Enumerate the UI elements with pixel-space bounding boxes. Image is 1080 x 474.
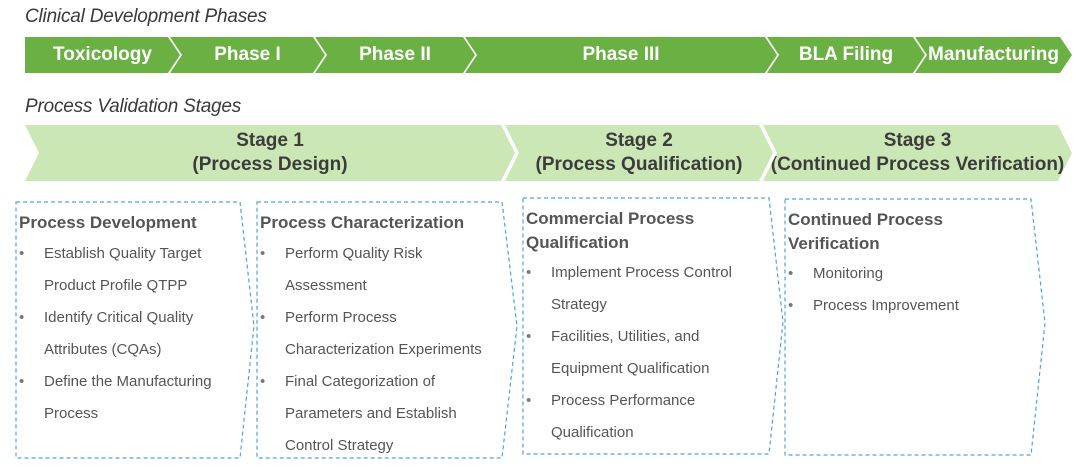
list-item: Implement Process Control Strategy [526,257,762,321]
validation-stages-title: Process Validation Stages [25,96,242,117]
phase-label: Phase I [214,44,281,65]
stage-1-banner: Stage 1 (Process Design) [25,125,515,181]
stage-name: (Continued Process Verification) [770,154,1065,175]
list-item: Monitoring [788,258,1024,290]
phase-2: Phase II [315,37,475,73]
stage-2-banner: Stage 2 (Process Qualification) [505,125,773,181]
stage-number: Stage 2 [605,130,673,151]
phase-1: Phase I [170,37,325,73]
bullet-list: Perform Quality Risk Assessment Perform … [260,238,506,462]
commercial-process-qualification-box: Commercial Process Qualification Impleme… [522,197,784,455]
column-title: Commercial Process Qualification [526,209,695,252]
stage-name: (Process Design) [192,154,348,175]
column-title: Process Development [19,213,197,232]
list-item: Facilities, Utilities, and Equipment Qua… [526,321,762,385]
dashed-chevron-frame [256,201,518,459]
list-item: Perform Process Characterization Experim… [260,302,506,366]
phase-label: Phase III [582,44,660,65]
phase-toxicology: Toxicology [25,37,180,73]
dashed-chevron-frame [522,197,784,455]
list-item: Final Categorization of Parameters and E… [260,366,506,462]
list-item: Define the Manufacturing Process [19,366,231,430]
dashed-chevron-frame [15,201,255,459]
process-development-box: Process Development Establish Quality Ta… [15,201,255,459]
list-item: Process Performance Qualification [526,385,762,449]
stage-number: Stage 1 [236,130,304,151]
clinical-phases-title: Clinical Development Phases [25,6,267,27]
stage-number: Stage 3 [883,130,952,151]
list-item: Perform Quality Risk Assessment [260,238,506,302]
list-item: Establish Quality Target Product Profile… [19,238,231,302]
process-characterization-box: Process Characterization Perform Quality… [256,201,518,459]
bullet-list: Establish Quality Target Product Profile… [19,238,231,430]
stage-name: (Process Qualification) [535,154,743,175]
list-item: Process Improvement [788,290,1024,322]
phase-manufacturing: Manufacturing [915,37,1072,73]
phase-3: Phase III [465,37,777,73]
phase-label: BLA Filing [798,44,894,65]
phase-label: Manufacturing [928,44,1059,65]
phase-label: Phase II [359,44,431,65]
phase-bla-filing: BLA Filing [767,37,925,73]
list-item: Identify Critical Quality Attributes (CQ… [19,302,231,366]
continued-process-verification-box: Continued Process Verification Monitorin… [784,198,1046,456]
phase-label: Toxicology [53,44,152,65]
bullet-list: Monitoring Process Improvement [788,258,1024,322]
stage-3-banner: Stage 3 (Continued Process Verification) [763,125,1072,181]
column-title: Process Characterization [260,213,465,232]
bullet-list: Implement Process Control Strategy Facil… [526,257,762,449]
dashed-chevron-frame [784,198,1046,456]
column-title: Continued Process Verification [788,210,943,253]
